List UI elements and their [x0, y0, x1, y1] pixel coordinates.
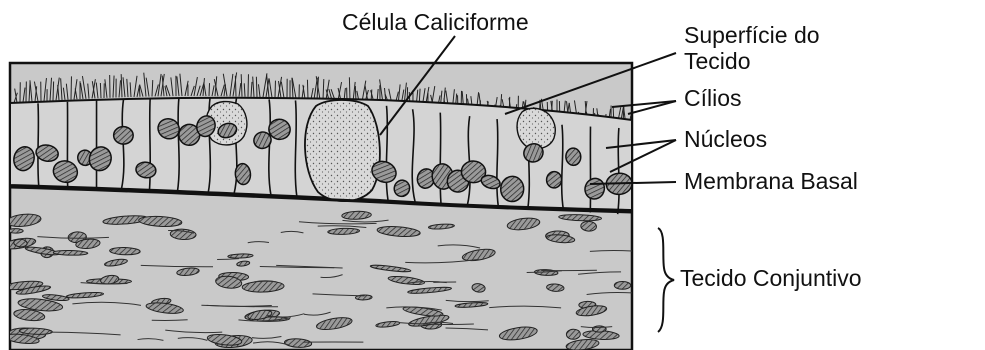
- fibroblast: [566, 329, 580, 340]
- nucleus: [546, 171, 563, 189]
- cilium: [209, 83, 210, 96]
- nucleus: [500, 176, 524, 203]
- label-goblet-cell: Célula Caliciforme: [342, 10, 529, 34]
- label-tissue-surface-line1: Superfície do: [684, 23, 820, 47]
- cilium: [100, 83, 101, 98]
- fibroblast: [614, 281, 630, 289]
- cilium: [53, 81, 54, 100]
- fibroblast: [592, 326, 606, 332]
- label-cilia: Cílios: [684, 86, 742, 110]
- goblet-cell: [517, 108, 555, 149]
- fibroblast: [14, 239, 28, 247]
- cilium: [235, 76, 236, 97]
- nucleus: [113, 126, 133, 144]
- cilium: [256, 77, 257, 97]
- fibroblast: [53, 250, 88, 255]
- cilium: [349, 77, 350, 101]
- fibroblast: [228, 253, 253, 258]
- label-connective-tissue: Tecido Conjuntivo: [680, 266, 862, 290]
- goblet-cell: [305, 100, 380, 201]
- label-tissue-surface-line2: Tecido: [684, 49, 750, 73]
- cell-wall: [440, 113, 441, 204]
- nucleus: [565, 148, 581, 166]
- fibroblast: [8, 229, 23, 234]
- cilium: [307, 80, 308, 99]
- label-basal-membrane: Membrana Basal: [684, 169, 858, 193]
- connective-tissue-brace: [658, 228, 674, 332]
- label-nuclei: Núcleos: [684, 127, 767, 151]
- cell-wall: [38, 103, 39, 186]
